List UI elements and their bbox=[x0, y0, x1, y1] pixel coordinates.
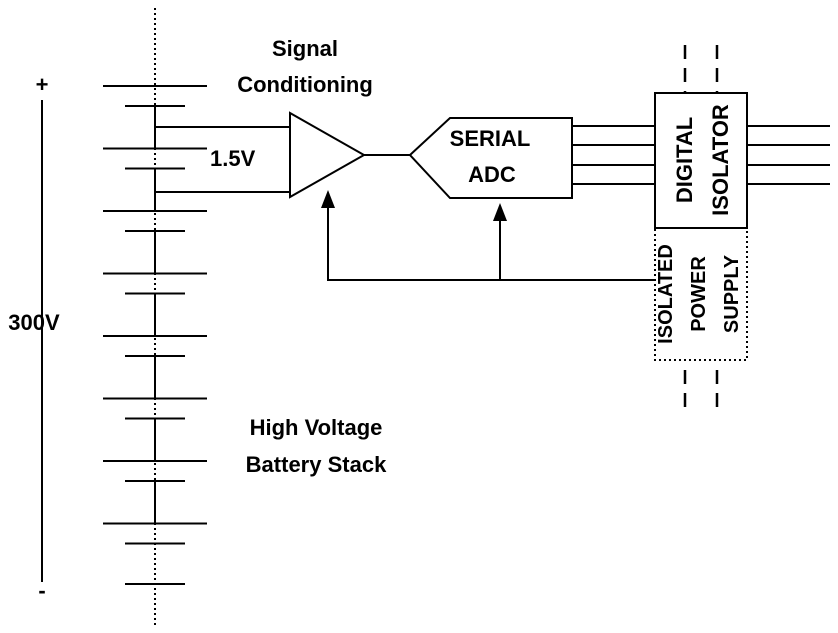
signal-label-line2: Conditioning bbox=[237, 72, 373, 97]
plus-label: + bbox=[36, 72, 49, 97]
cell-voltage-label: 1.5V bbox=[210, 146, 256, 171]
battery-stack bbox=[103, 85, 207, 585]
amp-power-arrow bbox=[321, 190, 335, 208]
power-label-line2: POWER bbox=[688, 256, 710, 332]
adc-label-line1: SERIAL bbox=[450, 126, 531, 151]
isolation-barrier bbox=[683, 45, 719, 410]
adc-power-arrow bbox=[493, 203, 507, 221]
signal-label-line1: Signal bbox=[272, 36, 338, 61]
adc-label-line2: ADC bbox=[468, 162, 516, 187]
total-voltage-label: 300V bbox=[8, 310, 60, 335]
isolator-output-bus bbox=[747, 125, 830, 185]
digital-isolator-block bbox=[654, 92, 748, 229]
power-label-line1: ISOLATED bbox=[655, 244, 677, 344]
amplifier-triangle bbox=[289, 111, 367, 199]
serial-adc-block bbox=[408, 117, 573, 199]
minus-label: - bbox=[38, 578, 45, 603]
isolator-label-line1: DIGITAL bbox=[672, 117, 697, 203]
adc-isolator-bus bbox=[572, 125, 655, 185]
battery-label-line2: Battery Stack bbox=[246, 452, 387, 477]
isolator-label-line2: ISOLATOR bbox=[708, 104, 733, 216]
power-label-line3: SUPPLY bbox=[721, 254, 743, 333]
power-feed-line bbox=[327, 205, 655, 281]
isolated-power-supply-block bbox=[654, 227, 748, 361]
battery-label-line1: High Voltage bbox=[250, 415, 383, 440]
